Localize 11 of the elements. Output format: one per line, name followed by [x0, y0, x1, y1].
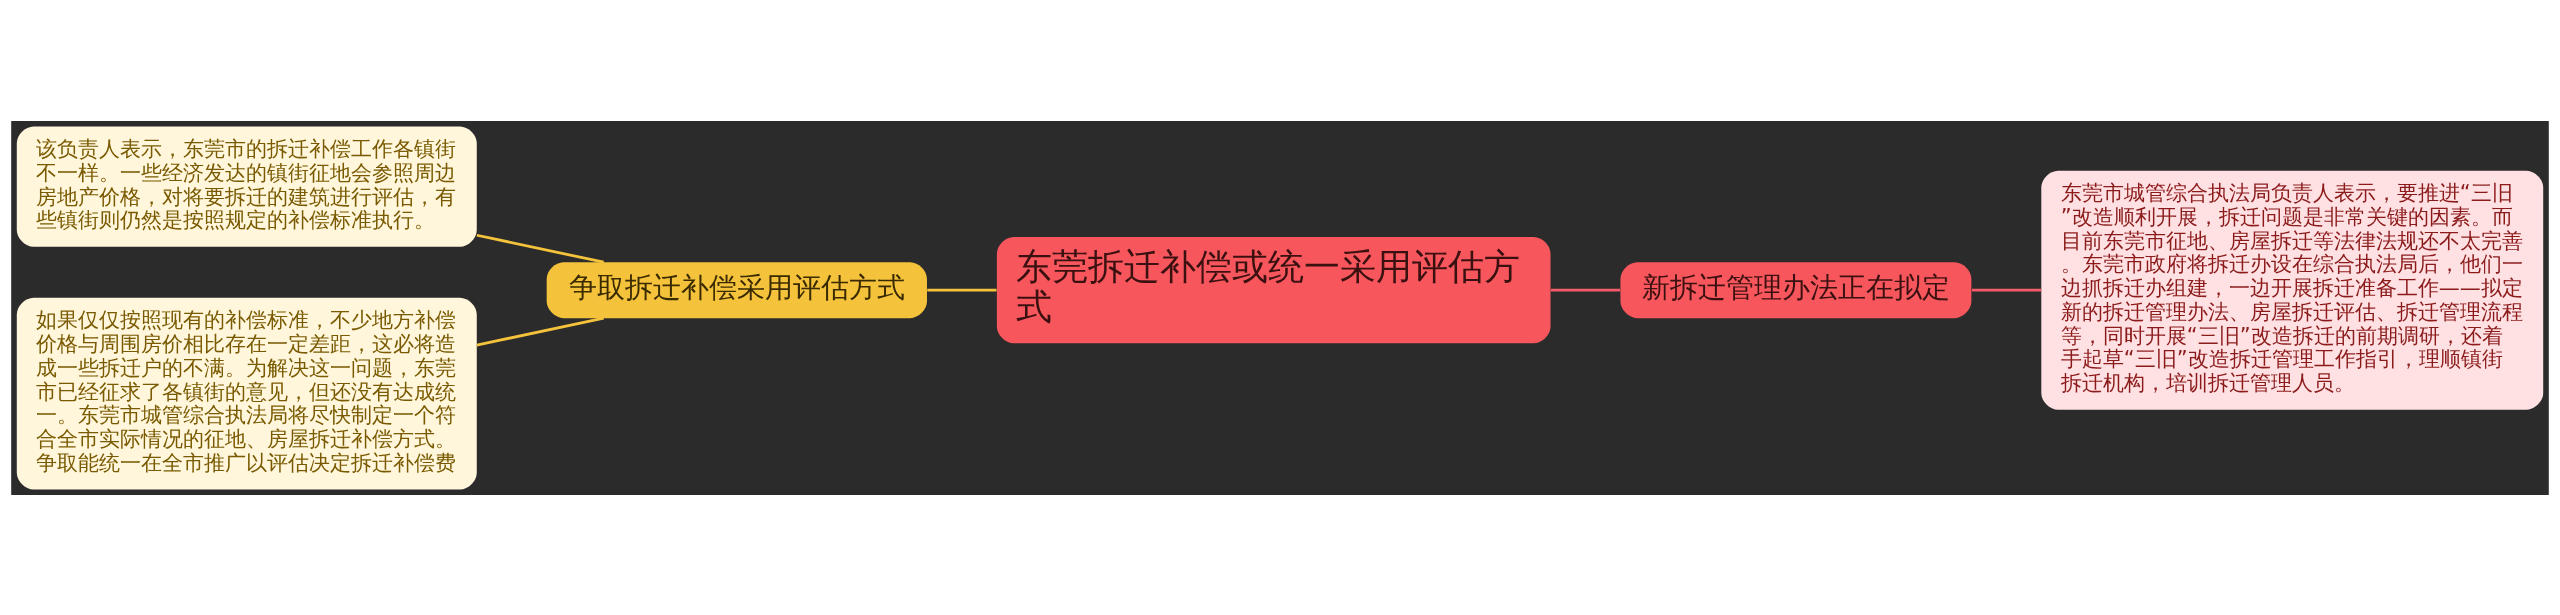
node-box: 新拆迁管理办法正在拟定	[1620, 261, 1972, 318]
node-box: 如果仅仅按照现有的补偿标准，不少地方补偿价格与周围房价相比存在一定差距，这必将造成一些拆迁户的不满。为解决这一问题，东莞市已经征求了各镇街的意见，但还没有达成统一。东莞市城管综合执法局将尽快制定一个符合全市实际情况的征地、房屋拆迁补偿方式。争取能统一在全市推广以评估决定拆迁补偿费	[16, 297, 477, 489]
connector	[1550, 288, 1621, 292]
connector	[476, 316, 604, 346]
node-box: 东莞拆迁补偿或统一采用评估方式	[996, 236, 1551, 343]
connector	[927, 288, 997, 292]
node-box: 该负责人表示，东莞市的拆迁补偿工作各镇街不一样。一些经济发达的镇街征地会参照周边房地产价格，对将要拆迁的建筑进行评估，有些镇街则仍然是按照规定的补偿标准执行。	[16, 126, 477, 247]
node-box: 争取拆迁补偿采用评估方式	[546, 261, 927, 318]
node-box: 东莞市城管综合执法局负责人表示，要推进“三旧”改造顺利开展，拆迁问题是非常关键的因素。而目前东莞市征地、房屋拆迁等法律法规还不太完善。东莞市政府将拆迁办设在综合执法局后，他们一边抓拆迁办组建，一边开展拆迁准备工作——拟定新的拆迁管理办法、房屋拆迁评估、拆迁管理流程等，同时开展“三旧”改造拆迁的前期调研，还着手起草“三旧”改造拆迁管理工作指引，理顺镇街拆迁机构，培训拆迁管理人员。	[2041, 170, 2544, 410]
connector	[1972, 288, 2042, 292]
connector	[476, 233, 604, 264]
